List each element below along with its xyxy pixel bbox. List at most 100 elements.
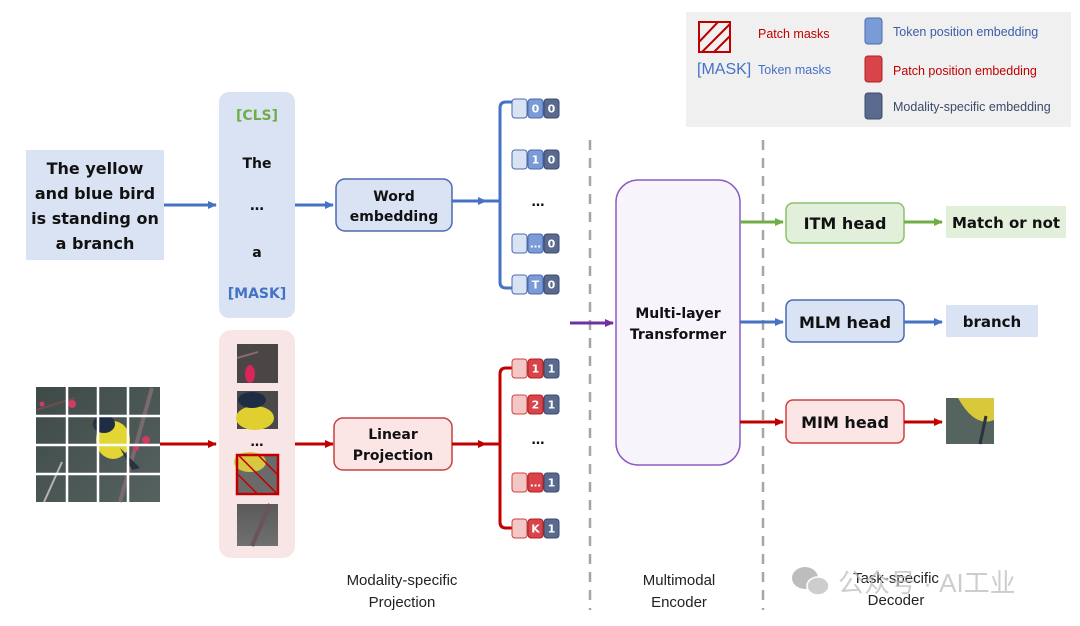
image-token-ellipsis: …	[532, 433, 545, 448]
position-embedding-value: 0	[532, 103, 540, 116]
position-embedding-cell	[527, 274, 544, 295]
encoder-label: Transformer	[630, 327, 726, 343]
token-column: [CLS] The … a [MASK]	[219, 92, 295, 318]
patch-column: …	[219, 330, 295, 558]
stage-label-decoder: Task-specific	[853, 570, 939, 587]
position-embedding-cell	[527, 149, 544, 170]
image-input	[35, 387, 160, 503]
cls-token: [CLS]	[236, 108, 278, 124]
text-token-bracket	[486, 100, 512, 290]
modality-embedding-cell	[543, 358, 560, 379]
mlm-head-label: MLM head	[799, 313, 891, 332]
modality-embedding-cell	[543, 274, 560, 295]
modality-embedding-cell	[543, 518, 560, 539]
mim-head-label: MIM head	[801, 413, 889, 432]
content-slot-cell	[511, 358, 528, 379]
position-embedding-cell	[527, 518, 544, 539]
modality-embedding-cell	[543, 98, 560, 119]
text-input-line: a branch	[56, 234, 135, 253]
itm-head-label: ITM head	[804, 214, 887, 233]
modality-embedding-value: 0	[548, 154, 556, 167]
legend: Patch masks [MASK] Token masks Token pos…	[686, 12, 1071, 127]
content-slot-cell	[511, 394, 528, 415]
modality-embedding-value: 0	[548, 103, 556, 116]
position-embedding-cell	[527, 358, 544, 379]
legend-token-position-embedding: Token position embedding	[893, 25, 1038, 39]
position-embedding-cell	[527, 233, 544, 254]
patch-flower	[236, 344, 278, 383]
patch-bird-head	[236, 391, 278, 430]
position-embedding-cell	[527, 472, 544, 493]
itm-output: Match or not	[946, 206, 1066, 238]
word-embedding-label: Word	[373, 189, 415, 205]
modality-embedding-value: 1	[548, 477, 556, 490]
content-slot-cell	[511, 274, 528, 295]
stage-label-encoder: Encoder	[651, 594, 707, 611]
position-embedding-value: …	[530, 477, 541, 490]
stage-label-projection: Modality-specific	[347, 572, 458, 589]
wechat-icon	[792, 567, 830, 596]
position-embedding-value: T	[532, 279, 540, 292]
word-token: The	[242, 156, 271, 172]
linear-projection-box: Linear Projection	[333, 417, 453, 471]
modality-embedding-value: 1	[548, 399, 556, 412]
modality-embedding-cell	[543, 472, 560, 493]
position-embedding-value: 1	[532, 363, 540, 376]
stage-label-encoder: Multimodal	[643, 572, 716, 589]
mim-head: MIM head	[785, 399, 905, 444]
mlm-head: MLM head	[785, 299, 905, 343]
modality-swatch-icon	[864, 92, 883, 120]
mlm-output-label: branch	[963, 313, 1022, 331]
position-embedding-value: 2	[532, 399, 540, 412]
position-embedding-value: 1	[532, 154, 540, 167]
position-embedding-value: …	[530, 238, 541, 251]
watermark: 公众号 · AI工业	[792, 567, 1016, 598]
text-token-embedding: …0	[511, 233, 560, 254]
modality-embedding-cell	[543, 394, 560, 415]
patch-branch	[237, 503, 278, 547]
mask-token: [MASK]	[228, 286, 287, 302]
watermark-text: 公众号 · AI工业	[838, 568, 1016, 598]
modality-embedding-value: 0	[548, 238, 556, 251]
linear-projection-label: Linear	[368, 427, 418, 443]
content-slot-cell	[511, 149, 528, 170]
token-position-swatch-icon	[864, 17, 883, 45]
legend-token-masks: Token masks	[758, 63, 831, 77]
legend-patch-masks: Patch masks	[758, 27, 830, 41]
stage-label-projection: Projection	[369, 594, 436, 611]
content-slot-cell	[511, 518, 528, 539]
patch-masked	[234, 452, 280, 496]
legend-patch-position-embedding: Patch position embedding	[893, 64, 1037, 78]
position-embedding-cell	[527, 394, 544, 415]
multi-layer-transformer: Multi-layer Transformer	[615, 179, 741, 466]
modality-embedding-value: 0	[548, 279, 556, 292]
text-input-line: and blue bird	[35, 184, 155, 203]
itm-output-label: Match or not	[952, 214, 1060, 232]
patch-position-swatch-icon	[864, 55, 883, 83]
content-slot-cell	[511, 98, 528, 119]
stage-label-decoder: Decoder	[868, 592, 925, 609]
linear-projection-label: Projection	[353, 448, 433, 464]
legend-mask-symbol: [MASK]	[697, 61, 751, 78]
position-embedding-cell	[527, 98, 544, 119]
modality-embedding-cell	[543, 233, 560, 254]
content-slot-cell	[511, 472, 528, 493]
text-input-line: is standing on	[31, 209, 159, 228]
mlm-output: branch	[946, 305, 1038, 337]
word-token: a	[252, 245, 261, 261]
itm-head: ITM head	[785, 202, 905, 244]
patch-ellipsis: …	[251, 435, 264, 450]
modality-embedding-cell	[543, 149, 560, 170]
mim-output-image	[946, 398, 994, 445]
encoder-label: Multi-layer	[635, 306, 720, 322]
position-embedding-value: K	[531, 523, 540, 536]
image-token-embedding: …1	[511, 472, 560, 493]
